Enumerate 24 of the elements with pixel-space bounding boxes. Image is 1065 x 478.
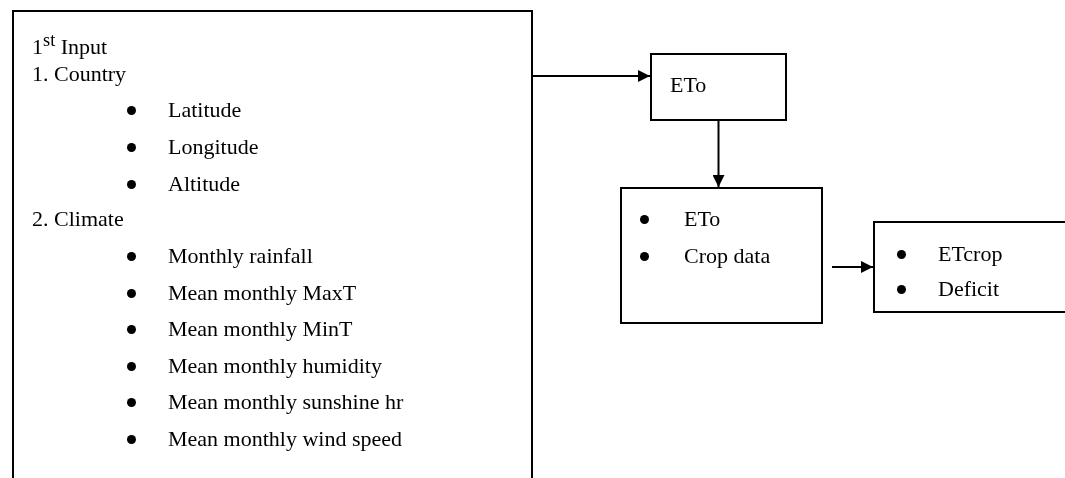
list-item: Mean monthly MaxT — [168, 279, 357, 307]
list-item: ETo — [684, 205, 721, 233]
list-item: Deficit — [938, 275, 1000, 303]
list-item: 2. Climate — [32, 205, 124, 233]
list-item: Mean monthly humidity — [168, 352, 382, 380]
process-box — [12, 10, 533, 478]
list-item: Latitude — [168, 96, 242, 124]
list-item: Altitude — [168, 170, 241, 198]
list-item: Monthly rainfall — [168, 242, 313, 270]
list-item: Mean monthly sunshine hr — [168, 388, 404, 416]
process-box — [620, 187, 823, 324]
list-item: Mean monthly MinT — [168, 315, 353, 343]
box-heading: ETo — [670, 71, 707, 99]
box-heading: 1$^{st}$ Input — [32, 29, 108, 62]
arrow — [532, 70, 651, 82]
arrow — [712, 120, 725, 188]
list-item: ETcrop — [938, 240, 1003, 268]
arrow — [831, 261, 874, 273]
list-item: Crop data — [684, 242, 771, 270]
list-item: Mean monthly wind speed — [168, 425, 403, 453]
list-item: 1. Country — [32, 60, 127, 88]
process-box — [873, 221, 1065, 313]
list-item: Longitude — [168, 133, 259, 161]
process-box — [650, 53, 787, 121]
